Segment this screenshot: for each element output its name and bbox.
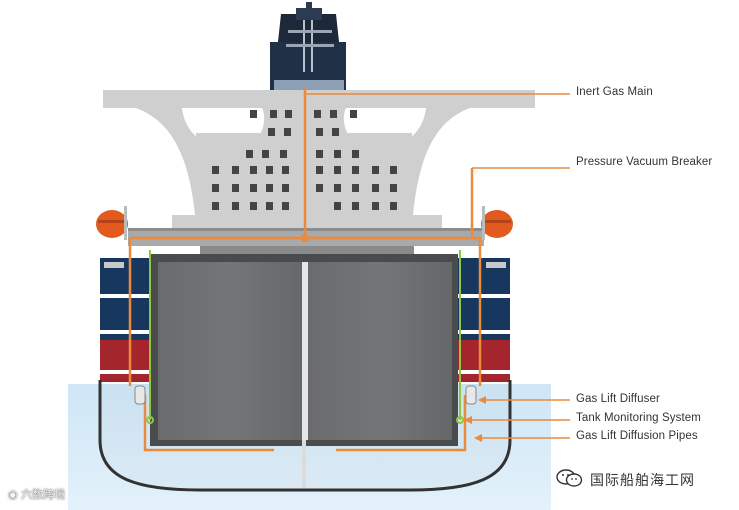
weibo-icon: ◉ [8,488,22,501]
callout-leader-lines [305,93,570,439]
lifeboat-left [96,206,128,240]
funnel [270,2,346,90]
weibo-watermark: ◉ 六数跨境 [8,486,65,502]
label-inert-gas-main: Inert Gas Main [576,86,653,98]
label-gas-lift-diffusion-pipes: Gas Lift Diffusion Pipes [576,430,698,442]
watermark-right-text: 国际船舶海工网 [590,473,695,489]
wechat-icon [556,469,583,487]
label-gas-lift-diffuser: Gas Lift Diffuser [576,393,660,405]
cargo-tank [150,254,458,488]
gas-lift-diffuser-right [465,385,477,405]
label-tank-monitoring-system: Tank Monitoring System [576,412,701,424]
watermark-left-text: 六数跨境 [21,488,66,501]
tank-monitoring-piping [149,250,461,420]
inert-gas-junction [301,234,309,242]
lifeboat-right [481,206,513,240]
gas-lift-diffuser-left [134,385,146,405]
leader-arrowheads [464,396,486,442]
label-pressure-vacuum-breaker: Pressure Vacuum Breaker [576,156,713,168]
